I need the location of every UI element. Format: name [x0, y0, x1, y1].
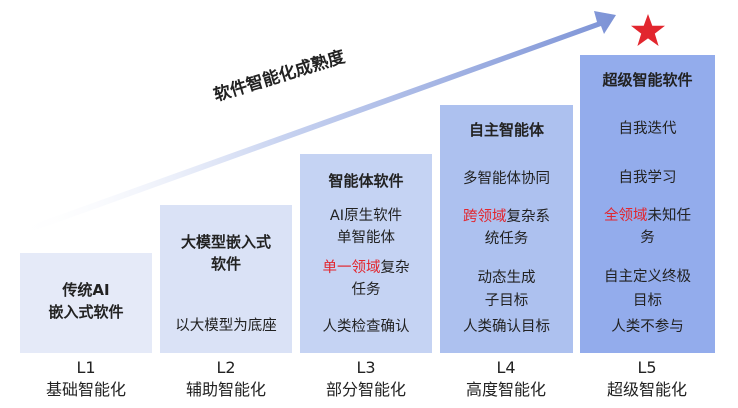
level-1-name: 基础智能化: [45, 380, 126, 399]
level-4-highlight: 跨领域: [463, 209, 507, 225]
level-3-desc-1: AI原生软件: [329, 208, 403, 224]
level-4-code: L4: [496, 358, 516, 377]
level-2-name: 辅助智能化: [185, 380, 266, 399]
level-3-desc-3: 单一领域复杂: [322, 260, 410, 276]
level-3-title: 智能体软件: [328, 172, 404, 190]
level-3-desc-2: 单智能体: [337, 230, 395, 246]
level-3-desc-4: 任务: [351, 282, 381, 298]
level-5-desc-3: 全领域未知任: [604, 208, 691, 224]
level-5-desc-6: 目标: [633, 293, 662, 309]
level-5-desc-2: 自我学习: [618, 170, 677, 186]
level-5-desc-4: 务: [640, 230, 655, 246]
level-1-title-line-2: 嵌入式软件: [48, 303, 124, 321]
level-4-title: 自主智能体: [468, 121, 544, 139]
level-4-desc-3: 统任务: [484, 231, 529, 247]
level-5-highlight: 全领域: [604, 208, 648, 224]
star-icon: [631, 14, 665, 46]
level-5-desc-5: 自主定义终极: [604, 269, 691, 285]
arrow-icon: [12, 11, 616, 238]
level-4-desc-4: 动态生成: [477, 270, 536, 286]
level-5-block: 超级智能软件 自我迭代 自我学习 全领域未知任 务 自主定义终极 目标 人类不参…: [580, 55, 715, 353]
level-5-desc-1: 自我迭代: [618, 121, 677, 137]
level-3-block: 智能体软件 AI原生软件 单智能体 单一领域复杂 任务 人类检查确认: [300, 154, 432, 353]
level-4-name: 高度智能化: [465, 380, 546, 399]
level-4-desc-1: 多智能体协同: [463, 171, 550, 187]
level-1-title-line-1: 传统AI: [62, 281, 110, 299]
level-5-title: 超级智能软件: [602, 71, 693, 89]
level-2-code: L2: [216, 358, 236, 377]
level-5-name: 超级智能化: [606, 380, 687, 399]
level-4-block: 自主智能体 多智能体协同 跨领域复杂系 统任务 动态生成 子目标 人类确认目标: [440, 105, 573, 353]
level-3-name: 部分智能化: [325, 380, 406, 399]
level-2-title-line-1: 大模型嵌入式: [180, 233, 271, 251]
level-2-block: 大模型嵌入式 软件 以大模型为底座: [160, 205, 292, 353]
level-5-code: L5: [637, 358, 657, 377]
level-2-title-line-2: 软件: [210, 255, 241, 273]
level-4-desc-5: 子目标: [484, 293, 529, 309]
level-1-code: L1: [76, 358, 96, 377]
level-3-highlight: 单一领域: [322, 260, 381, 276]
level-3-desc-5: 人类检查确认: [322, 319, 410, 335]
level-3-code: L3: [356, 358, 376, 377]
level-4-desc-2: 跨领域复杂系: [463, 209, 550, 225]
level-2-desc: 以大模型为底座: [175, 318, 277, 334]
level-5-desc-7: 人类不参与: [611, 319, 684, 335]
level-1-block: 传统AI 嵌入式软件: [20, 253, 152, 353]
level-4-desc-6: 人类确认目标: [463, 319, 550, 335]
